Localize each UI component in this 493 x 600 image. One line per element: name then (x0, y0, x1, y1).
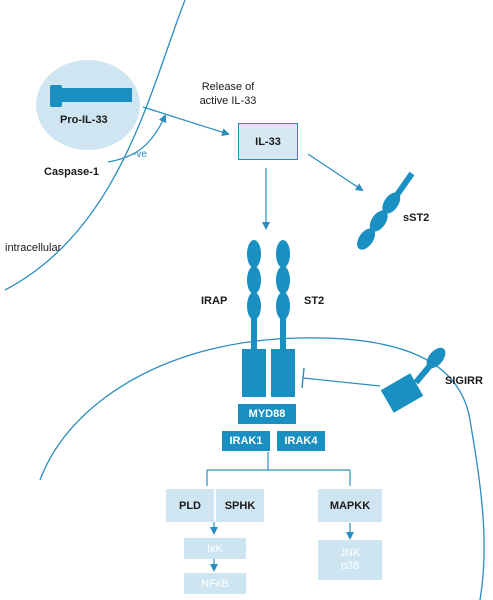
mapkk-box: MAPKK (318, 489, 382, 522)
il33-to-sst2-arrow (307, 153, 364, 192)
sigirr-inhibition-bar (301, 367, 305, 389)
release-label-line2: active IL-33 (199, 95, 257, 107)
caspase-label: Caspase-1 (44, 166, 100, 178)
pro-il33-ellipse (36, 60, 140, 150)
pro-il33-label: Pro-IL-33 (60, 114, 108, 126)
irap-label: IRAP (201, 295, 228, 307)
release-arrow (142, 106, 230, 136)
irap-receptor (242, 240, 266, 397)
nfkb-box: NFκB (184, 573, 246, 594)
il33-box: IL-33 (238, 123, 298, 160)
jnk-label: JNK (339, 547, 361, 559)
intracellular-membrane (4, 0, 186, 291)
irak4-box: IRAK4 (277, 431, 325, 451)
pro-il33-shape (50, 85, 62, 107)
target-cell-membrane (39, 337, 485, 600)
intracellular-label: intracellular (5, 242, 62, 254)
sigirr-label: SIGIRR (445, 375, 483, 387)
myd88-box: MYD88 (238, 404, 296, 424)
sst2-label: sST2 (403, 212, 430, 224)
negative-label: -ve (133, 149, 147, 160)
pro-il33-shape-bar (60, 88, 132, 102)
ikk-box: IκK (184, 538, 246, 559)
sigirr-receptor (380, 347, 446, 413)
jnk-p38-box: JNK p38 (318, 540, 382, 580)
sigirr-inhibition-line (302, 377, 381, 387)
sphk-box: SPHK (216, 489, 264, 522)
p38-label: p38 (340, 560, 360, 572)
sst2-receptor (357, 171, 415, 250)
pld-box: PLD (166, 489, 214, 522)
irak1-box: IRAK1 (222, 431, 270, 451)
release-label-line1: Release of (201, 81, 255, 93)
st2-receptor (271, 240, 295, 397)
caspase-arrow (107, 114, 167, 163)
st2-label: ST2 (304, 295, 325, 307)
release-label: Release of active IL-33 (180, 80, 276, 108)
